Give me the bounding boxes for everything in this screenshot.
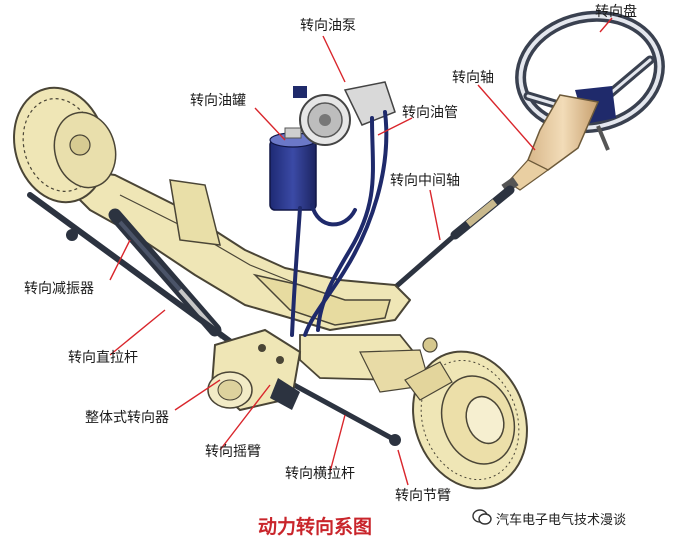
- label-knuckle-arm: 转向节臂: [395, 488, 451, 504]
- label-drag-link: 转向直拉杆: [68, 350, 138, 366]
- leader-lines: [109, 17, 613, 486]
- label-steering-wheel: 转向盘: [595, 4, 637, 20]
- left-wheel-hub: [13, 86, 117, 204]
- label-oil-pipe: 转向油管: [402, 105, 458, 121]
- oil-hoses: [290, 110, 389, 337]
- label-tie-rod: 转向横拉杆: [285, 466, 355, 482]
- tie-rod: [282, 377, 401, 446]
- oil-reservoir: [269, 127, 317, 211]
- label-pitman-arm: 转向摇臂: [205, 444, 261, 460]
- steering-pump: [293, 81, 396, 146]
- label-integral-gear: 整体式转向器: [85, 410, 169, 426]
- label-steering-pump: 转向油泵: [300, 18, 356, 34]
- label-steering-damper: 转向减振器: [24, 281, 94, 297]
- wechat-icon: [472, 509, 492, 525]
- integral-steering-gear: [207, 328, 302, 412]
- label-oil-reservoir: 转向油罐: [190, 93, 246, 109]
- steering-column: [501, 94, 600, 194]
- steering-wheel: [515, 10, 665, 151]
- diagram-title: 动力转向系图: [258, 516, 373, 538]
- drag-link: [27, 192, 238, 348]
- label-steering-shaft: 转向轴: [452, 70, 494, 86]
- right-wheel-hub: [404, 337, 528, 490]
- watermark-text: 汽车电子电气技术漫谈: [496, 513, 627, 528]
- label-intermediate-shaft: 转向中间轴: [390, 173, 460, 189]
- front-axle: [69, 169, 431, 393]
